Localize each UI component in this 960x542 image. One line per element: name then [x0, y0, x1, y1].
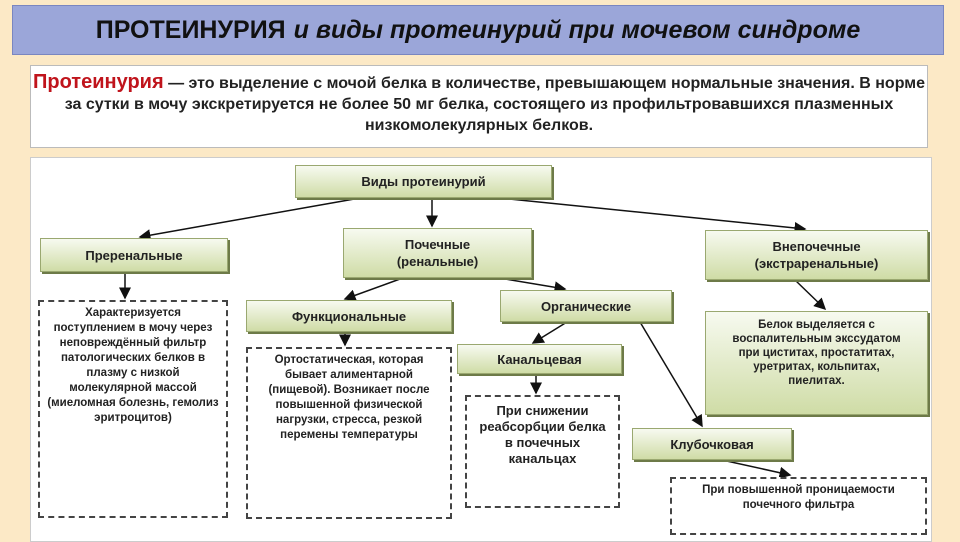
title-main: ПРОТЕИНУРИЯ: [95, 15, 286, 44]
glomerular-description: При повышенной проницаемости почечного ф…: [670, 477, 927, 535]
tubular-node: Канальцевая: [457, 344, 622, 374]
prerenal-node: Преренальные: [40, 238, 228, 272]
tubular-description: При снижении реабсорбции белка в почечны…: [465, 395, 620, 508]
extrarenal-node: Внепочечные (экстраренальные): [705, 230, 928, 280]
root-node: Виды протеинурий: [295, 165, 552, 198]
prerenal-description: Характеризуется поступлением в мочу чере…: [38, 300, 228, 518]
arrow: [138, 197, 361, 242]
title-italic: и виды протеинурий при мочевом синдроме: [293, 15, 861, 44]
extrarenal-description: Белок выделяется с воспалительным экссуд…: [705, 311, 928, 415]
definition-term: Протеинурия: [33, 71, 164, 93]
glomerular-node: Клубочковая: [632, 428, 792, 460]
organic-node: Органические: [500, 290, 672, 322]
definition-box: Протеинурия — это выделение с мочой белк…: [30, 65, 928, 148]
renal-node: Почечные (ренальные): [343, 228, 532, 278]
functional-node: Функциональные: [246, 300, 452, 332]
definition-text: — это выделение с мочой белка в количест…: [64, 75, 925, 134]
functional-description: Ортостатическая, которая бывает алимента…: [246, 347, 452, 519]
